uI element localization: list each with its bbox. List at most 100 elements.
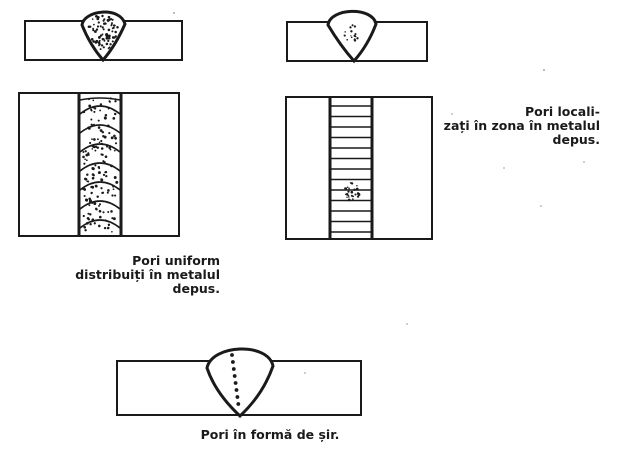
pore-dot bbox=[81, 187, 85, 190]
pore-dot bbox=[110, 210, 113, 213]
pore-dot bbox=[90, 108, 93, 111]
pore-dot bbox=[100, 187, 103, 190]
pore-dot bbox=[112, 185, 115, 188]
pore-dot bbox=[92, 29, 95, 32]
pore-dot bbox=[90, 38, 94, 41]
pore-dot bbox=[98, 203, 102, 206]
pore-dot bbox=[112, 36, 114, 39]
pore-dot bbox=[106, 18, 110, 22]
pore-dot bbox=[94, 207, 98, 211]
pore-dot bbox=[90, 123, 93, 126]
pore-dot bbox=[107, 189, 110, 192]
pore-dot bbox=[111, 27, 114, 30]
pore-dot bbox=[92, 99, 95, 102]
pore-dot bbox=[231, 367, 236, 371]
pore-dot bbox=[96, 195, 99, 198]
pore-dot bbox=[105, 174, 108, 178]
pore-dot bbox=[350, 35, 352, 37]
pore-dot bbox=[92, 167, 95, 171]
pore-dot bbox=[93, 110, 96, 113]
pore-dot bbox=[107, 223, 111, 227]
localized-weld-bead bbox=[326, 9, 378, 64]
pore-dot bbox=[103, 135, 107, 139]
pore-dot bbox=[106, 37, 109, 40]
paper-speckles bbox=[173, 12, 585, 374]
pore-dot bbox=[105, 36, 108, 39]
pore-dot bbox=[84, 229, 87, 232]
pore-dot bbox=[101, 191, 105, 194]
ripple-arc bbox=[79, 124, 121, 134]
pore-dot bbox=[106, 191, 109, 194]
caption-localized-pores: Pori locali- zați în zona în metalul dep… bbox=[443, 104, 600, 147]
pore-dot bbox=[109, 97, 112, 100]
pore-dot bbox=[105, 145, 109, 148]
pore-dot bbox=[99, 129, 103, 132]
pore-dot bbox=[346, 38, 349, 41]
pore-dot bbox=[111, 194, 114, 197]
pore-dot bbox=[231, 360, 235, 364]
pore-dot bbox=[114, 136, 117, 140]
pore-dot bbox=[101, 142, 103, 145]
pore-dot bbox=[90, 118, 93, 121]
pore-dot bbox=[93, 23, 95, 26]
pore-dot bbox=[102, 28, 105, 31]
pore-dot bbox=[98, 167, 101, 170]
pore-dot bbox=[104, 170, 108, 174]
pore-dot bbox=[234, 388, 239, 392]
uniform-pores-a bbox=[87, 14, 119, 51]
caption-string-pores: Pori în formă de șir. bbox=[200, 427, 340, 442]
pore-dot bbox=[103, 39, 106, 42]
pore-dot bbox=[91, 144, 95, 148]
uniform-plate-top-view bbox=[18, 92, 180, 237]
uniform-pores-b bbox=[81, 97, 119, 233]
pore-dot bbox=[84, 150, 87, 153]
pore-dot bbox=[233, 381, 238, 385]
pore-dot bbox=[90, 191, 93, 195]
pore-dot bbox=[96, 138, 99, 141]
pore-dot bbox=[101, 14, 104, 18]
localized-pores-top-view bbox=[285, 96, 433, 240]
pore-dot bbox=[104, 22, 107, 25]
pore-dot bbox=[232, 374, 237, 378]
pore-dot bbox=[105, 42, 109, 46]
pore-dot bbox=[92, 123, 96, 126]
pore-dot bbox=[94, 41, 98, 44]
pore-dot bbox=[346, 196, 348, 198]
pore-dot bbox=[102, 46, 105, 49]
pore-dot bbox=[355, 187, 359, 191]
pore-dot bbox=[349, 26, 352, 29]
pore-dot bbox=[82, 151, 85, 153]
pore-dot bbox=[91, 218, 95, 221]
pore-dot bbox=[114, 194, 117, 197]
pore-dot bbox=[98, 215, 102, 219]
pore-dot bbox=[87, 212, 90, 215]
uniform-pores-top-view bbox=[18, 92, 180, 237]
pore-dot bbox=[230, 353, 234, 357]
pore-dot bbox=[96, 146, 100, 149]
pore-dot bbox=[98, 204, 100, 207]
pore-dot bbox=[98, 141, 101, 144]
pore-dot bbox=[115, 180, 119, 184]
pore-dot bbox=[111, 217, 114, 220]
pore-dot bbox=[99, 34, 103, 37]
pore-dot bbox=[112, 117, 116, 120]
pore-dot bbox=[107, 36, 111, 40]
pore-dot bbox=[95, 28, 99, 31]
localized-plate-top-view bbox=[285, 96, 433, 240]
pore-dot bbox=[114, 30, 117, 34]
pore-dot bbox=[101, 33, 104, 36]
pore-dot bbox=[350, 190, 354, 194]
pore-dot bbox=[89, 199, 92, 203]
pore-dot bbox=[344, 187, 348, 190]
pore-dot bbox=[113, 149, 116, 152]
string-pore-chain bbox=[230, 353, 241, 406]
pore-dot bbox=[350, 36, 353, 39]
pore-dot bbox=[96, 25, 100, 28]
pore-dot bbox=[101, 26, 104, 29]
pore-dot bbox=[352, 195, 354, 198]
pore-dot bbox=[82, 155, 85, 159]
pore-dot bbox=[89, 223, 92, 226]
pore-dot bbox=[98, 224, 101, 228]
pore-dot bbox=[85, 159, 88, 162]
pore-dot bbox=[99, 109, 102, 112]
